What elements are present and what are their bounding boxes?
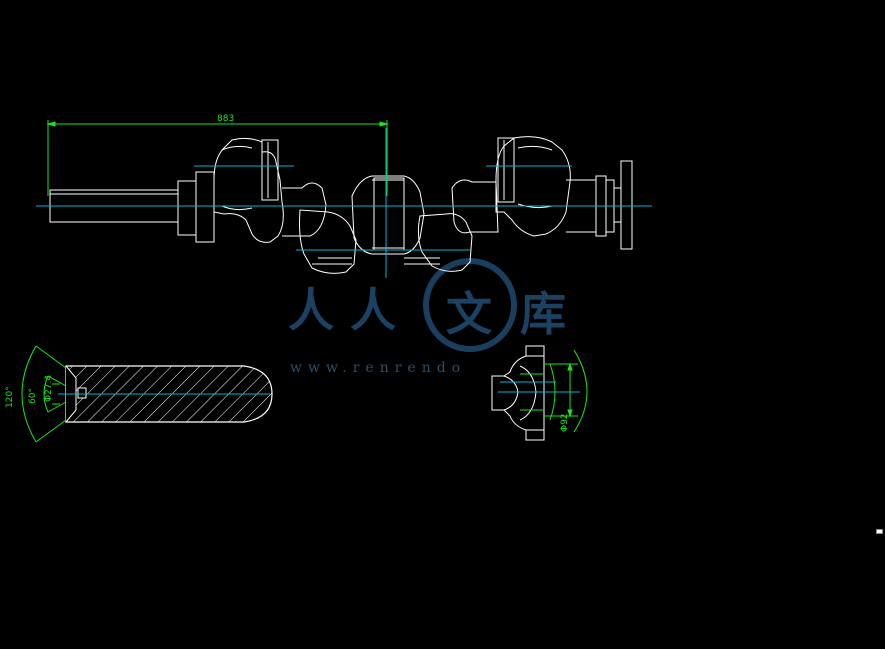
center-journal (351, 175, 425, 255)
watermark: 人 人 文 库 www.renrendo (288, 258, 566, 376)
dimension-92-label: Φ92 (560, 413, 570, 432)
dimension-883-label: 883 (217, 114, 234, 124)
flange-detail-view: Φ92 (491, 345, 588, 441)
watermark-char-2: 人 (350, 283, 396, 337)
corner-marker (876, 529, 883, 534)
main-journal-2 (282, 182, 327, 237)
crank-throw-1 (213, 137, 284, 243)
watermark-char-1: 人 (288, 283, 334, 337)
main-journal-4 (451, 179, 499, 234)
crank-throw-3 (417, 213, 473, 272)
rear-flange (620, 160, 633, 250)
dimension-120-label: 120° (5, 386, 15, 408)
crankshaft-view (49, 136, 633, 274)
crank-throw-2 (299, 209, 357, 274)
watermark-char-4: 库 (520, 287, 566, 341)
centerlines-main (36, 128, 652, 278)
crank-throw-4 (495, 136, 571, 237)
watermark-url: www.renrendo (290, 360, 466, 376)
dimension-274-label: Φ27.4 (44, 375, 54, 402)
dimension-angles-left (21, 345, 67, 443)
shaft-section-view: 120° 60° Φ27.4 (5, 345, 273, 443)
watermark-char-3: 文 (446, 287, 492, 341)
dimension-overall-length: 883 (46, 114, 389, 196)
dimension-92 (520, 349, 588, 433)
dimension-60-label: 60° (28, 388, 38, 404)
front-steps (177, 171, 215, 243)
